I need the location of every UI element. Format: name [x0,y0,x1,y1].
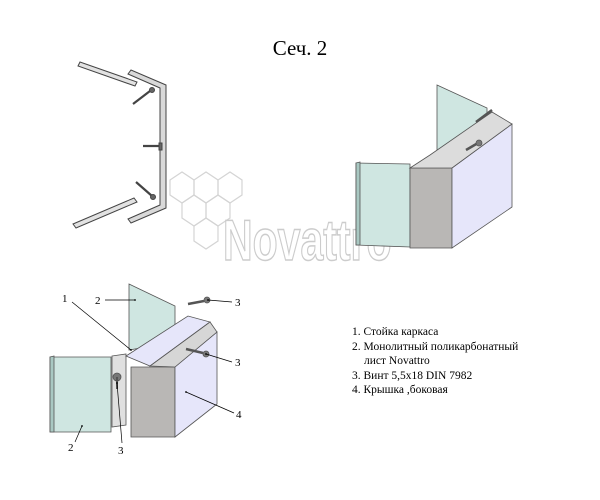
callout-number: 2 [95,295,101,307]
legend-item: 3. Винт 5,5x18 DIN 7982 [352,369,473,382]
hex-cell [193,217,219,250]
callout-number: 1 [62,293,68,305]
cross-section-view [72,61,167,229]
polycarbonate-sheet-upper [77,61,138,87]
hex-cell [193,171,219,204]
leader-3-upper [207,299,233,303]
frame-profile-exploded [111,353,127,428]
watermark-logo [169,171,243,250]
polycarbonate-sheet-left [355,162,411,248]
hex-cell [217,171,243,204]
legend-item: 1. Стойка каркаса [352,326,439,338]
screw-upper [132,87,155,105]
leader-2-lower [74,425,83,443]
side-cover-front [409,167,453,249]
screw-top-right [465,109,493,152]
assembled-view [355,84,513,249]
side-cover-front-exploded [130,366,176,438]
side-cover-top-exploded [148,321,218,368]
exploded-view [49,283,218,438]
screw-middle [143,142,163,151]
callout-number: 3 [235,297,241,309]
hex-cell [169,171,195,204]
hex-cell [181,194,207,227]
legend: 1. Стойка каркаса 2. Монолитный поликарб… [352,325,518,398]
screw-exploded-top [187,296,211,306]
polycarbonate-sheet-lower [72,197,138,229]
polycarbonate-sheet-left-edge [355,161,361,246]
callout-number: 2 [68,442,74,454]
frame-profile [127,69,167,224]
legend-item: 2. Монолитный поликарбонатный [352,340,519,353]
screw-lower [135,181,156,200]
legend-item: 4. Крышка ,боковая [352,384,448,396]
leader-4 [185,391,235,414]
callout-number: 4 [236,409,242,421]
callout-leaders [71,299,235,444]
callout-number: 3 [235,357,241,369]
polycarbonate-sheet-left-exploded [49,356,112,433]
legend-item: лист Novattro [364,355,430,367]
leader-3-right [205,353,233,363]
section-title: Сеч. 2 [272,36,328,60]
callout-number: 3 [118,445,124,457]
leader-3-lower [116,382,123,444]
polycarbonate-sheet-left-edge-exploded [49,355,55,433]
side-cover-top [408,111,513,169]
leader-1 [71,301,132,351]
screw-exploded-front [112,372,122,389]
